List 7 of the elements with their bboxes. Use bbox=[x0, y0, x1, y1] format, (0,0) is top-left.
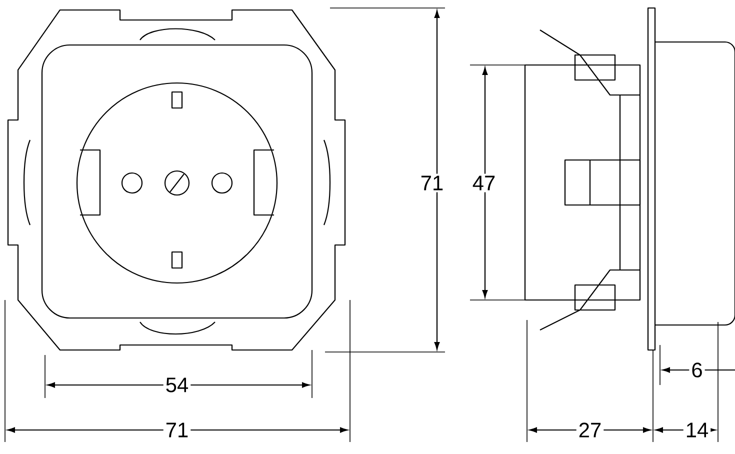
dimension-label: 14 bbox=[683, 420, 711, 440]
dimension-label: 71 bbox=[163, 420, 191, 440]
dimension-label: 54 bbox=[163, 376, 191, 394]
dimension-label: 71 bbox=[418, 174, 446, 192]
dimension-label: 47 bbox=[470, 174, 498, 192]
dimension-label: 27 bbox=[576, 420, 604, 440]
dimension-label: 6 bbox=[689, 360, 705, 380]
